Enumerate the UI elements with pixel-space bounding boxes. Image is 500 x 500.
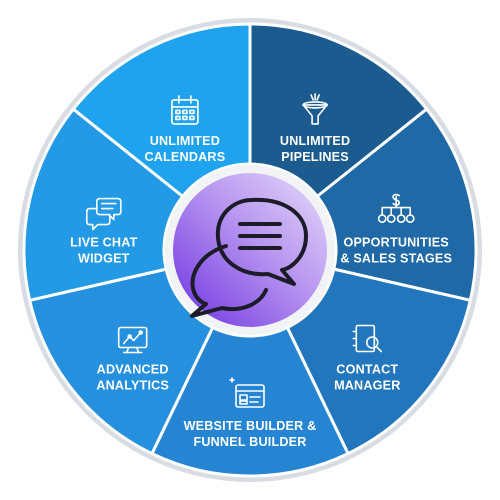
chat-bubbles-icon bbox=[86, 197, 122, 231]
segment-label: CONTACT MANAGER bbox=[334, 363, 400, 393]
segment-label-line: CONTACT bbox=[336, 363, 398, 377]
contact-book-icon bbox=[352, 324, 383, 353]
calendar-icon bbox=[171, 95, 199, 125]
analytics-icon bbox=[117, 326, 148, 354]
segment-label-line: MANAGER bbox=[334, 379, 400, 393]
segment-label: WEBSITE BUILDER & FUNNEL BUILDER bbox=[184, 419, 317, 449]
segment-label-line: & SALES STAGES bbox=[340, 252, 452, 266]
chat-icon bbox=[190, 197, 308, 318]
segment-label-line: ANALYTICS bbox=[96, 379, 169, 393]
segment-label-line: WIDGET bbox=[78, 252, 130, 266]
segment-label-line: LIVE CHAT bbox=[70, 236, 137, 250]
segment-label-line: OPPORTUNITIES bbox=[343, 236, 448, 250]
segments-group: UNLIMITED PIPELINES OPPORTUNITIES & SALES S… bbox=[22, 22, 478, 478]
org-chart-icon bbox=[377, 193, 415, 224]
segment-label: LIVE CHAT WIDGET bbox=[70, 236, 137, 266]
segment-label: UNLIMITED PIPELINES bbox=[280, 134, 350, 164]
wheel-segment bbox=[22, 107, 185, 302]
segment-label: UNLIMITED CALENDARS bbox=[144, 134, 225, 164]
segment-label-line: WEBSITE BUILDER & bbox=[184, 419, 317, 433]
segment-label-line: UNLIMITED bbox=[280, 134, 350, 148]
segment-label: ADVANCED ANALYTICS bbox=[96, 363, 169, 393]
wheel-segment bbox=[285, 267, 472, 456]
segment-label-line: UNLIMITED bbox=[150, 134, 220, 148]
segment-label-line: CALENDARS bbox=[144, 150, 225, 164]
wheel-segment bbox=[71, 22, 252, 198]
browser-window-icon bbox=[229, 377, 265, 408]
wheel-segment bbox=[28, 267, 215, 456]
segment-label: OPPORTUNITIES & SALES STAGES bbox=[340, 236, 452, 266]
segment-label-line: ADVANCED bbox=[97, 363, 169, 377]
segment-label-line: PIPELINES bbox=[281, 150, 349, 164]
segment-label-line: FUNNEL BUILDER bbox=[193, 435, 306, 449]
funnel-icon bbox=[302, 93, 328, 125]
wheel-segment bbox=[248, 22, 429, 198]
